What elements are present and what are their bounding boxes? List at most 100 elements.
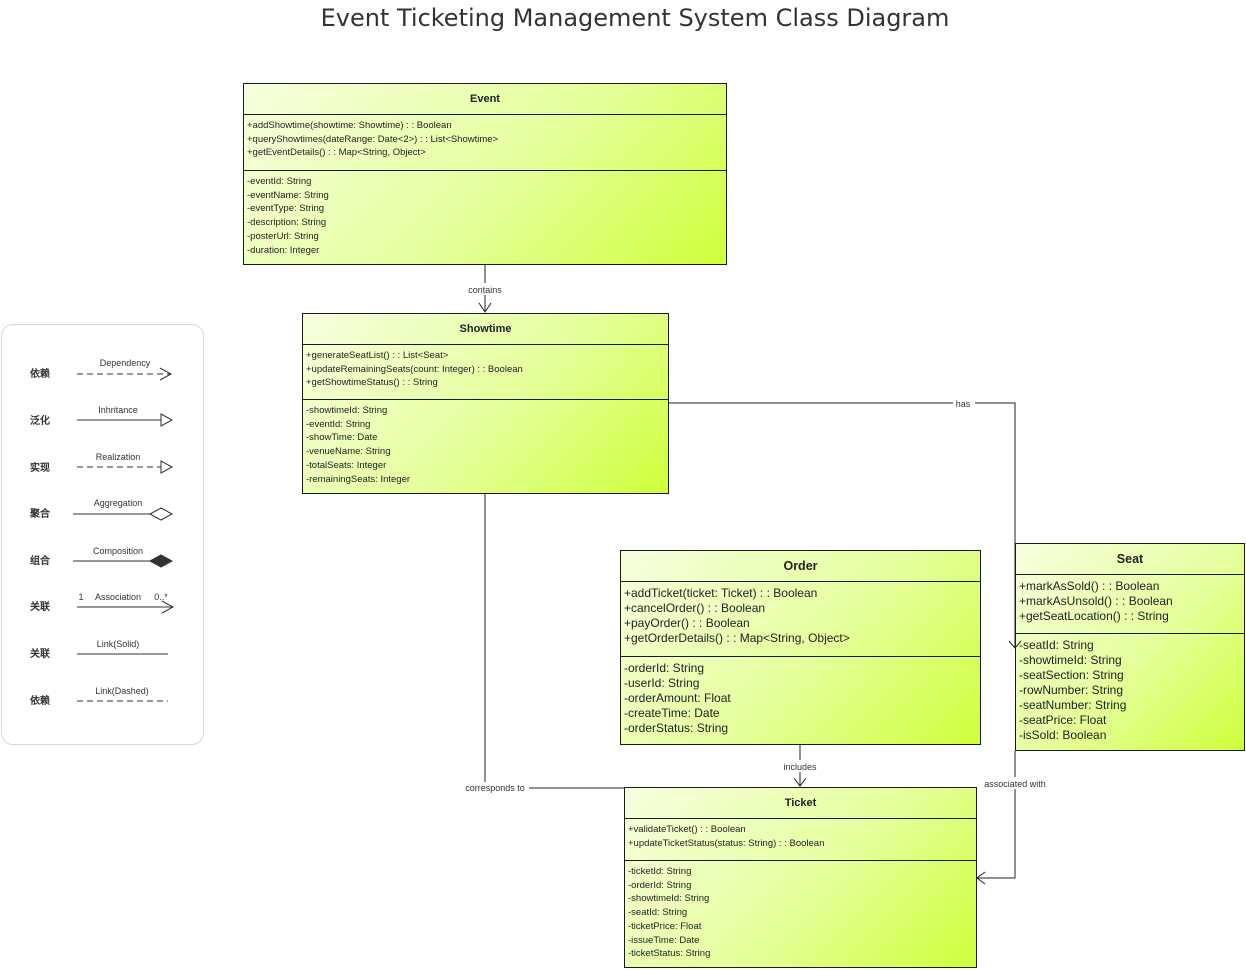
rel-corresponds-line — [484, 494, 624, 789]
rel-label-includes: includes — [783, 762, 817, 772]
method: +queryShowtimes(dateRange: Date<2>) : : … — [247, 133, 499, 145]
attribute: -ticketStatus: String — [628, 948, 711, 960]
attribute: -seatPrice: Float — [1019, 713, 1107, 727]
legend-realization-glyph — [77, 460, 174, 474]
attribute: -venueName: String — [306, 446, 391, 458]
method: +getShowtimeStatus() : : String — [306, 377, 438, 389]
method: +payOrder() : : Boolean — [624, 616, 750, 630]
legend-en-link-dashed: Link(Dashed) — [95, 686, 149, 696]
legend-en-association: Association — [95, 592, 141, 602]
class-name: Showtime — [303, 314, 668, 345]
method: +markAsUnsold() : : Boolean — [1019, 594, 1173, 608]
legend-dependency-glyph — [77, 367, 173, 381]
method: +getSeatLocation() : : String — [1019, 609, 1169, 623]
legend-cn-link-solid: 关联 — [30, 647, 50, 660]
legend-mult-to: 0..* — [154, 592, 168, 602]
method: +generateSeatList() : : List<Seat> — [306, 350, 449, 361]
rel-has-arrowhead — [1008, 640, 1022, 649]
method: +getOrderDetails() : : Map<String, Objec… — [624, 631, 850, 645]
attribute: -ticketId: String — [628, 866, 692, 877]
attribute: -issueTime: Date — [628, 934, 700, 946]
rel-label-corresponds: corresponds to — [465, 783, 525, 793]
legend-cn-link-dashed: 依赖 — [30, 694, 50, 707]
attributes-section: -showtimeId: String -eventId: String -sh… — [303, 400, 668, 490]
method: +updateRemainingSeats(count: Integer) : … — [306, 363, 523, 375]
attribute: -orderStatus: String — [624, 721, 729, 735]
class-name: Seat — [1016, 544, 1244, 575]
methods-section: +markAsSold() : : Boolean +markAsUnsold(… — [1016, 575, 1244, 634]
legend-aggregation-glyph — [73, 507, 174, 521]
attribute: -duration: Integer — [247, 244, 320, 256]
class-name: Event — [244, 84, 726, 115]
method: +validateTicket() : : Boolean — [628, 824, 746, 835]
rel-label-associated: associated with — [984, 779, 1046, 789]
legend-en-aggregation: Aggregation — [94, 498, 143, 508]
attribute: -showtimeId: String — [628, 893, 710, 905]
attribute: -seatId: String — [1019, 638, 1094, 652]
attributes-section: -orderId: String -userId: String -orderA… — [621, 657, 980, 740]
attribute: -eventId: String — [306, 418, 371, 430]
attribute: -eventId: String — [247, 176, 312, 187]
legend-inheritance-glyph — [77, 413, 174, 427]
attribute: -rowNumber: String — [1019, 683, 1124, 697]
class-order[interactable]: Order +addTicket(ticket: Ticket) : : Boo… — [620, 550, 981, 745]
attribute: -eventType: String — [247, 203, 325, 215]
attribute: -showtimeId: String — [1019, 653, 1122, 667]
attribute: -orderAmount: Float — [624, 691, 731, 705]
methods-section: +generateSeatList() : : List<Seat> +upda… — [303, 345, 668, 400]
attribute: -totalSeats: Integer — [306, 459, 387, 471]
class-seat[interactable]: Seat +markAsSold() : : Boolean +markAsUn… — [1015, 543, 1245, 751]
legend-cn-realization: 实现 — [30, 461, 50, 474]
diagram-title: Event Ticketing Management System Class … — [320, 4, 950, 32]
attributes-section: -eventId: String -eventName: String -eve… — [244, 171, 726, 261]
legend-mult-from: 1 — [78, 592, 83, 602]
attribute: -orderId: String — [624, 661, 705, 675]
rel-contains-arrowhead — [478, 302, 492, 313]
attribute: -seatId: String — [628, 907, 688, 919]
methods-section: +addTicket(ticket: Ticket) : : Boolean +… — [621, 582, 980, 657]
legend-panel — [1, 324, 204, 745]
class-showtime[interactable]: Showtime +generateSeatList() : : List<Se… — [302, 313, 669, 494]
attribute: -eventName: String — [247, 189, 329, 201]
legend-cn-dependency: 依赖 — [30, 367, 50, 380]
legend-cn-inheritance: 泛化 — [30, 414, 50, 427]
attribute: -isSold: Boolean — [1019, 728, 1107, 742]
class-ticket[interactable]: Ticket +validateTicket() : : Boolean +up… — [624, 787, 977, 968]
attribute: -showtimeId: String — [306, 405, 388, 416]
methods-section: +addShowtime(showtime: Showtime) : : Boo… — [244, 115, 726, 171]
attribute: -ticketPrice: Float — [628, 920, 702, 932]
legend-en-realization: Realization — [96, 452, 141, 462]
legend-en-composition: Composition — [93, 546, 143, 556]
rel-label-contains: contains — [468, 285, 502, 295]
legend-cn-association: 关联 — [30, 600, 50, 613]
attribute: -remainingSeats: Integer — [306, 473, 411, 485]
attributes-section: -seatId: String -showtimeId: String -sea… — [1016, 634, 1244, 747]
class-event[interactable]: Event +addShowtime(showtime: Showtime) :… — [243, 83, 727, 265]
attribute: -seatSection: String — [1019, 668, 1124, 682]
legend-cn-aggregation: 聚合 — [29, 507, 51, 520]
method: +addTicket(ticket: Ticket) : : Boolean — [624, 586, 818, 600]
attribute: -createTime: Date — [624, 706, 720, 720]
method: +getEventDetails() : : Map<String, Objec… — [247, 147, 426, 159]
rel-has-line — [669, 402, 1016, 648]
rel-includes-arrowhead — [793, 777, 807, 787]
class-name: Order — [621, 551, 980, 582]
legend-en-inheritance: Inhritance — [98, 405, 138, 415]
methods-section: +validateTicket() : : Boolean +updateTic… — [625, 819, 976, 861]
legend-composition-glyph — [73, 554, 174, 568]
legend-en-dependency: Dependency — [100, 358, 151, 368]
legend-association-glyph — [77, 600, 175, 614]
attributes-section: -ticketId: String -orderId: String -show… — [625, 861, 976, 965]
rel-label-has: has — [956, 399, 971, 409]
legend-cn-composition: 组合 — [30, 554, 51, 567]
attribute: -userId: String — [624, 676, 700, 690]
method: +addShowtime(showtime: Showtime) : : Boo… — [247, 120, 452, 131]
rel-associated-line — [977, 751, 1016, 879]
attribute: -showTime: Date — [306, 432, 378, 444]
legend-en-link-solid: Link(Solid) — [97, 639, 140, 649]
method: +cancelOrder() : : Boolean — [624, 601, 766, 615]
attribute: -orderId: String — [628, 879, 692, 891]
method: +markAsSold() : : Boolean — [1019, 579, 1160, 593]
attribute: -posterUrl: String — [247, 230, 319, 242]
